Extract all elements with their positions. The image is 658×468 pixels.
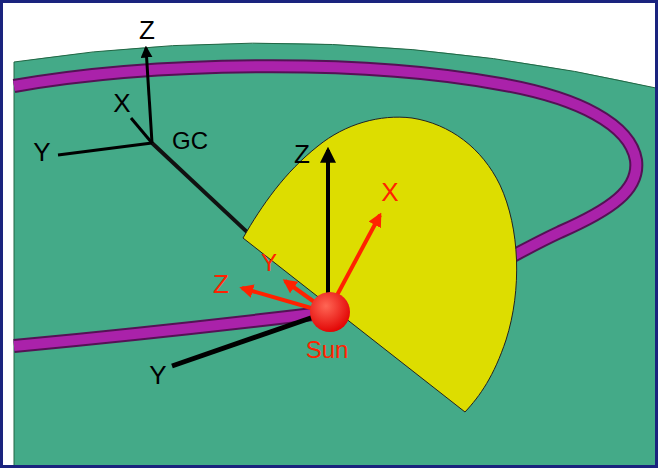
solar-orbit [14, 322, 300, 346]
half-disc [243, 117, 517, 412]
axis-label: X [113, 90, 130, 116]
origin-label: GC [172, 129, 208, 153]
sun-sphere [310, 292, 350, 332]
axis-line [172, 312, 328, 366]
axis-label: Y [33, 139, 50, 165]
axis-line [146, 48, 152, 143]
axis-label: X [381, 179, 398, 205]
axis-label: Z [213, 271, 229, 297]
gc-sun-line [152, 143, 262, 246]
axis-label: Z [294, 141, 310, 167]
axis-line [58, 143, 152, 155]
axis-line [326, 150, 330, 300]
axis-line [242, 288, 318, 310]
axis-label: Z [139, 17, 155, 43]
sun-label: Sun [306, 338, 349, 362]
galactic-disc [14, 43, 656, 468]
axis-label: Y [261, 251, 277, 275]
axis-line [131, 118, 152, 143]
axis-label: Y [149, 362, 166, 388]
